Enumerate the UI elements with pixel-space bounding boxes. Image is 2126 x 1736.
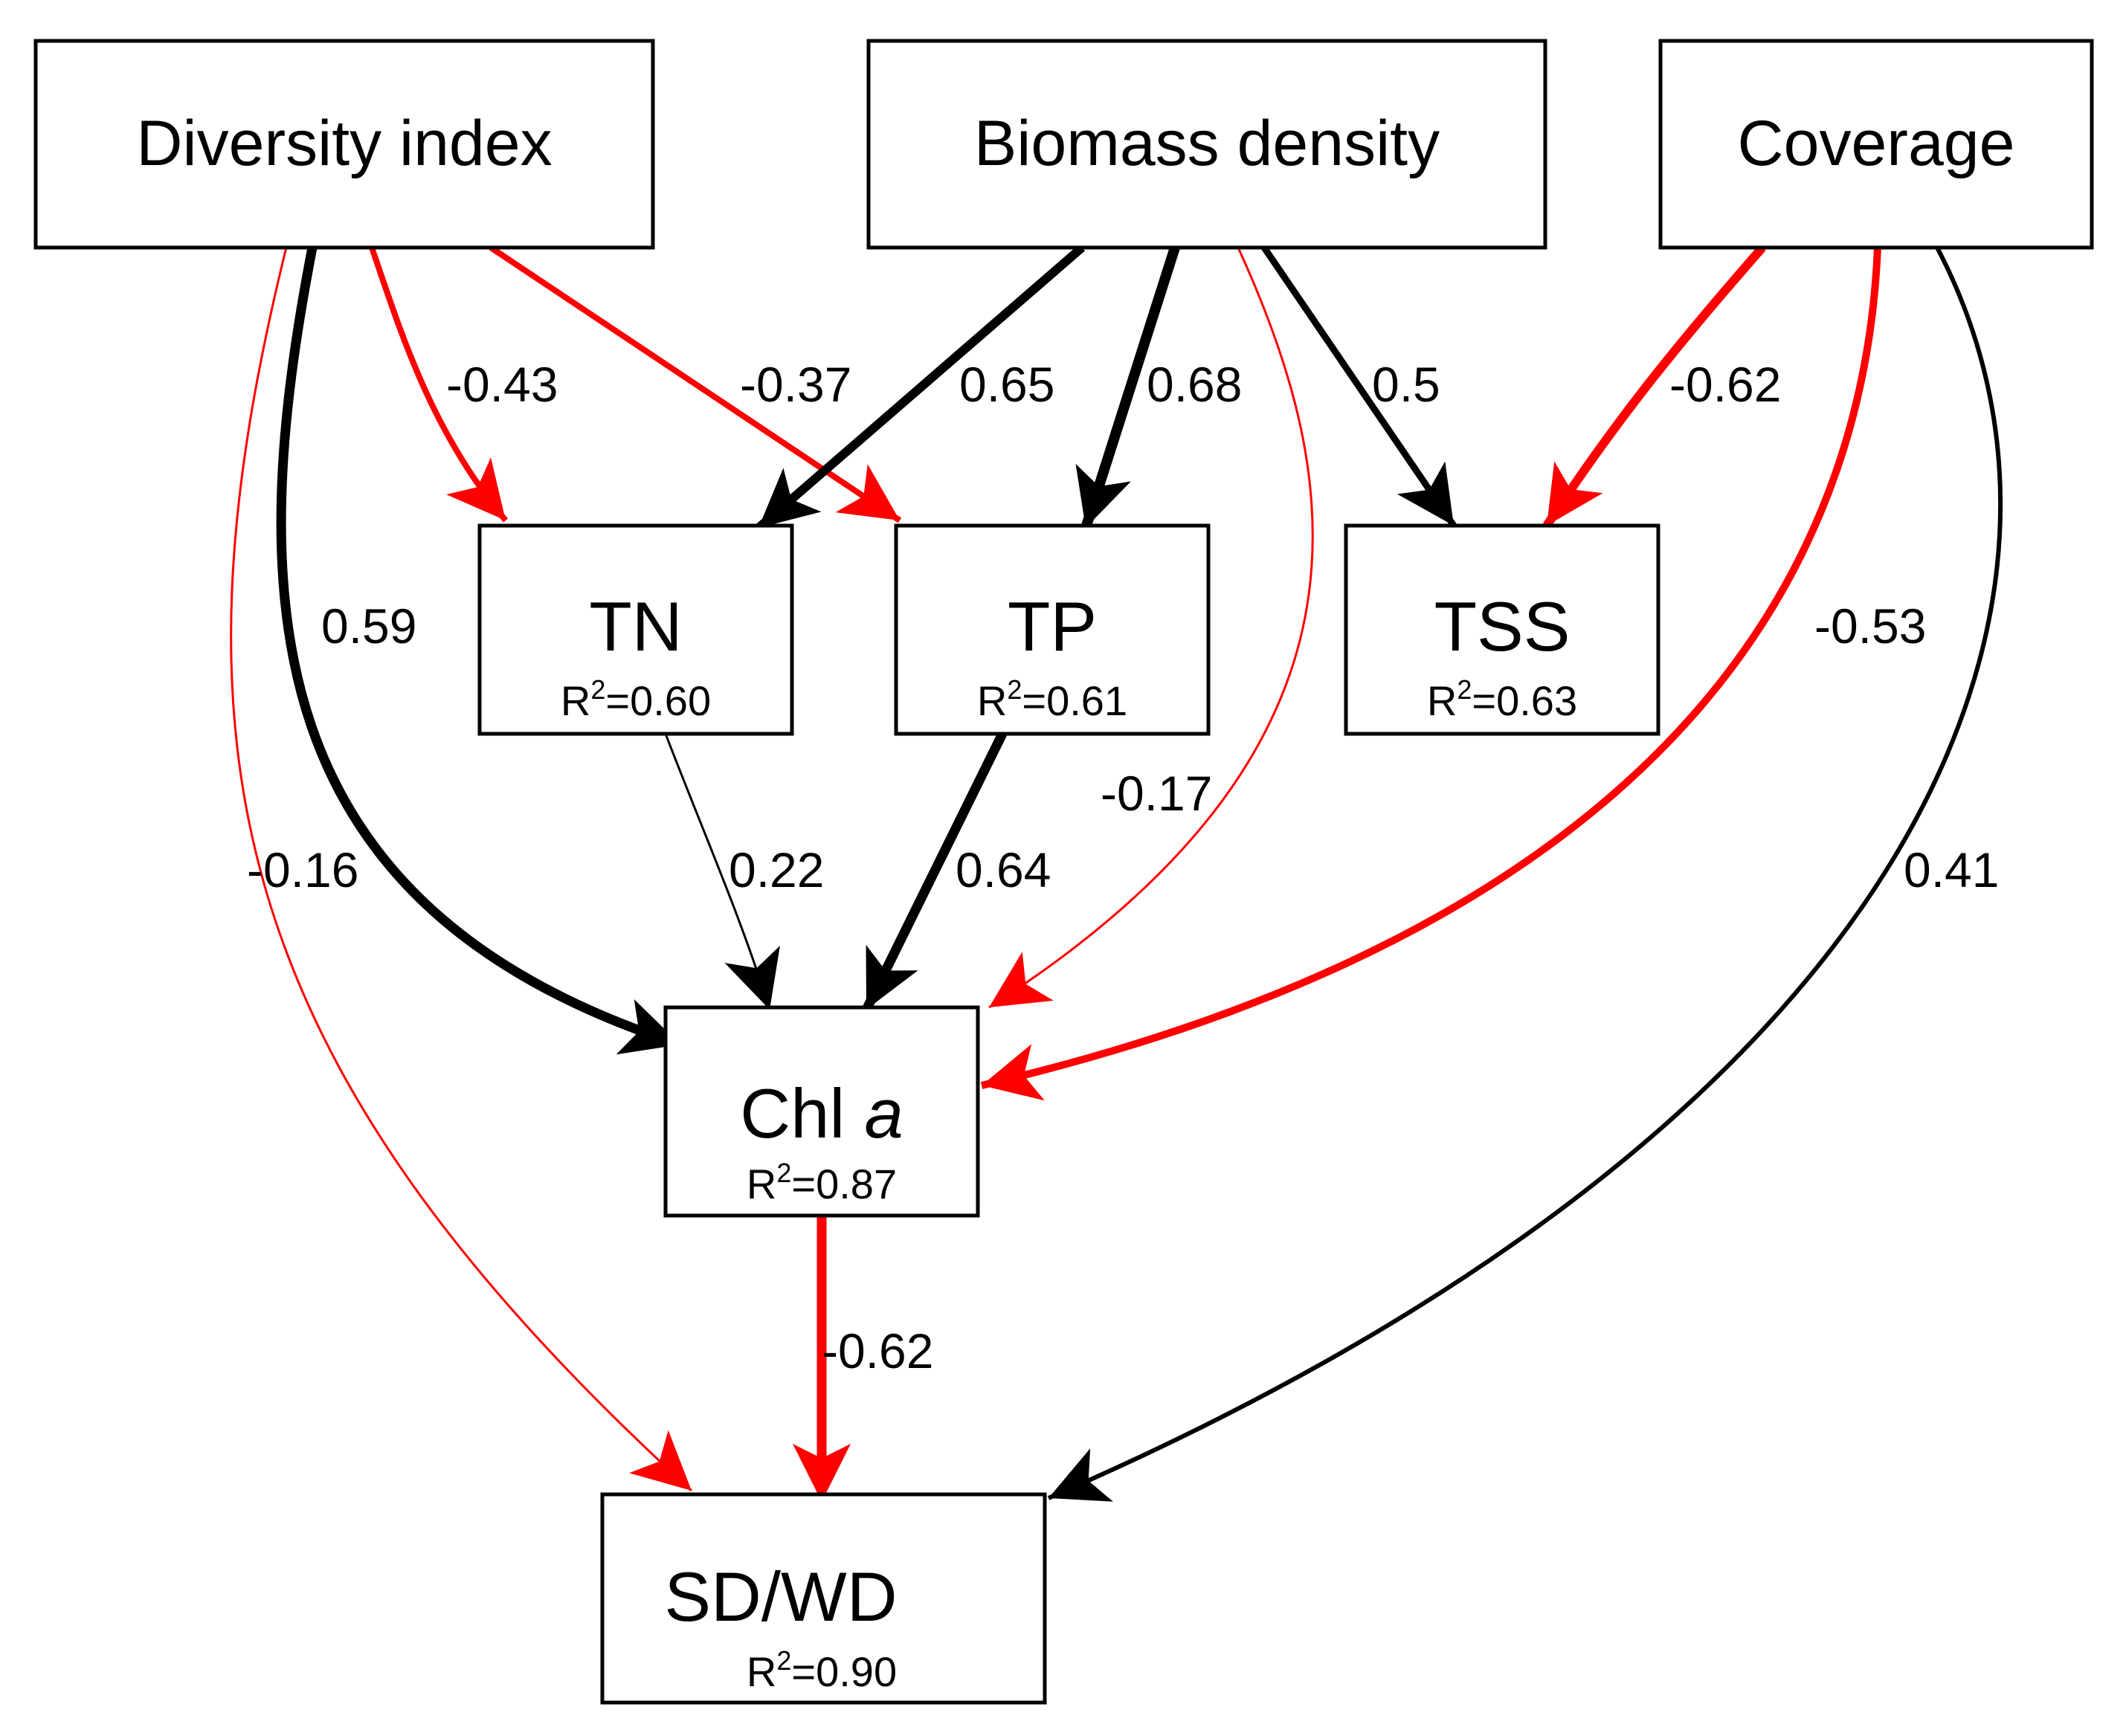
edge-diversity-to-chla	[276, 246, 682, 1055]
coef-diversity-to-tn: -0.43	[446, 357, 558, 412]
edge-diversity-to-sdwd	[230, 247, 693, 1492]
edges	[230, 244, 2003, 1502]
node-chla-r2: R2=0.87	[747, 1158, 897, 1207]
coef-biomass-to-chla: -0.17	[1101, 766, 1212, 821]
node-biomass-density: Biomass density	[866, 39, 1547, 250]
coef-biomass-to-tp: 0.68	[1147, 357, 1242, 412]
edge-tp-to-chla	[862, 732, 1007, 1012]
edge-coverage-to-sdwd	[1047, 246, 2003, 1502]
edge-biomass-to-chla	[988, 247, 1314, 1009]
coef-tp-to-chla: 0.64	[956, 842, 1051, 897]
node-tp: TP R2=0.61	[894, 523, 1211, 736]
node-diversity-index: Diversity index	[33, 39, 655, 250]
coef-biomass-to-tss: 0.5	[1372, 357, 1440, 412]
edge-biomass-to-tn	[756, 244, 1085, 532]
node-chla: Chl a R2=0.87	[663, 1005, 980, 1218]
node-coverage-label: Coverage	[1738, 108, 2015, 179]
coef-tn-to-chla: 0.22	[729, 842, 824, 897]
coef-diversity-to-sdwd: -0.16	[247, 842, 358, 897]
node-tss: TSS R2=0.63	[1344, 523, 1660, 736]
edge-diversity-to-tn	[369, 246, 509, 523]
node-diversity-index-label: Diversity index	[136, 108, 552, 179]
node-sdwd-r2: R2=0.90	[747, 1645, 897, 1695]
node-sdwd: SD/WD R2=0.90	[600, 1492, 1047, 1705]
node-sdwd-label: SD/WD	[664, 1558, 897, 1636]
node-coverage: Coverage	[1658, 39, 2094, 250]
coef-chla-to-sdwd: -0.62	[822, 1323, 933, 1378]
edge-coverage-to-tss	[1542, 245, 1766, 529]
coefficient-labels: -0.43 -0.37 0.59 -0.16 0.65 0.68 0.5 -0.…	[247, 357, 1999, 1378]
node-tp-label: TP	[1008, 587, 1097, 665]
coef-coverage-to-chla: -0.53	[1814, 598, 1926, 654]
node-tn-label: TN	[589, 587, 682, 665]
node-tn-r2: R2=0.60	[561, 674, 711, 724]
node-chla-label: Chl a	[740, 1074, 903, 1152]
edge-biomass-to-tp	[1075, 245, 1180, 530]
edge-biomass-to-tss	[1261, 245, 1457, 528]
edge-diversity-to-tp	[489, 245, 902, 523]
edge-coverage-to-chla	[980, 247, 1881, 1101]
coef-diversity-to-chla: 0.59	[321, 598, 416, 654]
coef-biomass-to-tn: 0.65	[959, 357, 1054, 412]
edge-tn-to-chla	[664, 733, 780, 1010]
node-biomass-density-label: Biomass density	[974, 108, 1440, 179]
node-tn: TN R2=0.60	[477, 523, 794, 736]
coef-coverage-to-tss: -0.62	[1669, 357, 1781, 412]
node-tss-r2: R2=0.63	[1427, 674, 1577, 724]
node-tss-label: TSS	[1434, 587, 1571, 665]
coef-diversity-to-tp: -0.37	[740, 357, 851, 412]
node-tp-r2: R2=0.61	[977, 674, 1127, 724]
coef-coverage-to-sdwd: 0.41	[1904, 842, 1999, 897]
